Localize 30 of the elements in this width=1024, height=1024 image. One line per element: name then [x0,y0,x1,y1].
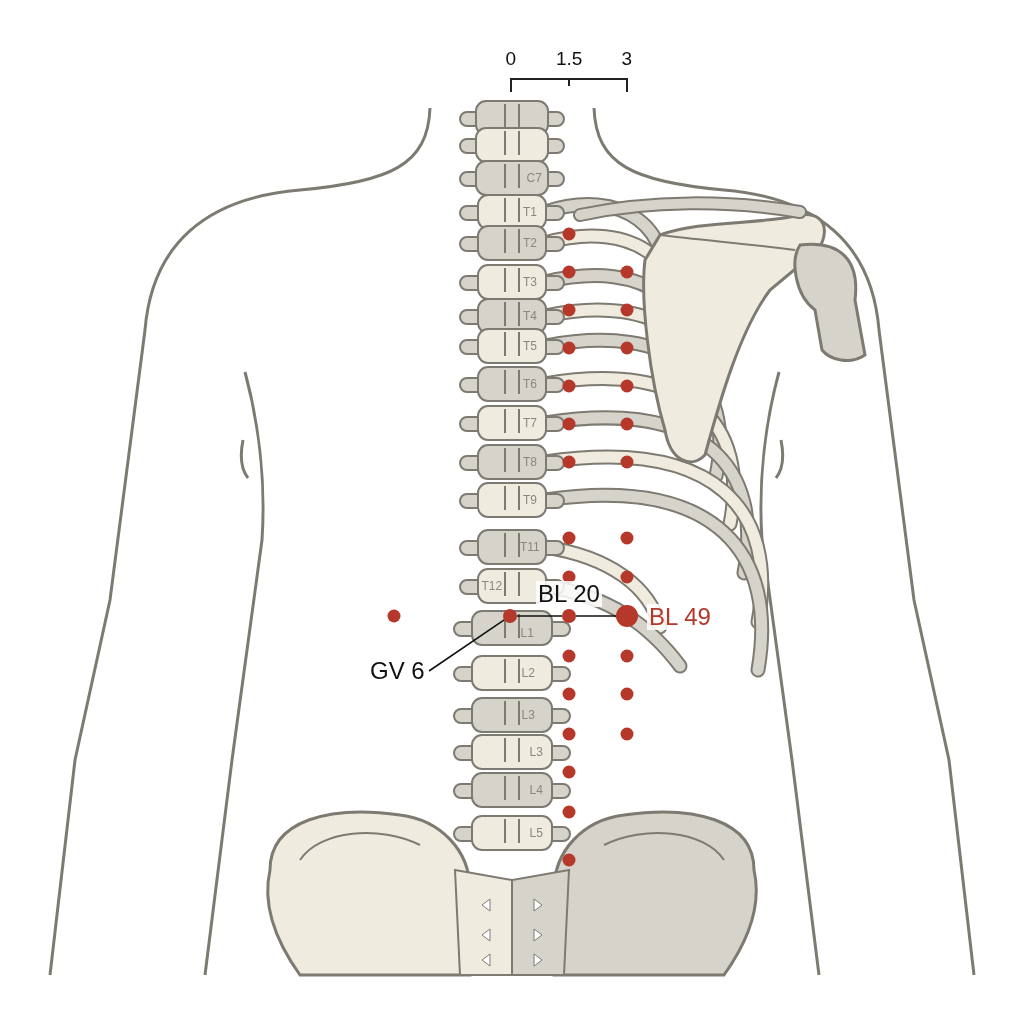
vertebra-label: L1 [520,627,534,639]
vertebra-label: T5 [523,340,537,352]
acupoint-dot [616,605,638,627]
vertebra-label: T9 [523,494,537,506]
scale-label: 0 [505,48,517,68]
vertebra-label: T8 [523,456,537,468]
vertebra-label: T1 [523,206,537,218]
vertebra-label: T6 [523,378,537,390]
scale-label: 1.5 [556,48,583,68]
scale-label: 3 [621,48,633,68]
vertebra-label: T7 [523,417,537,429]
leader-line [575,615,617,617]
vertebra-label: L2 [521,667,535,679]
vertebra-label: T3 [523,276,537,288]
vertebra-label: L5 [529,827,543,839]
vertebra-label: T4 [523,310,537,322]
vertebra-label: T11 [520,541,540,553]
acupoint-dot [562,609,576,623]
leader-line [428,619,505,672]
vertebra-label: T12 [481,580,503,592]
vertebra-label: L3 [521,709,535,721]
point-label: BL 49 [647,604,713,630]
vertebra-label: T2 [523,237,537,249]
vertebra-label: C7 [526,172,542,184]
point-label: BL 20 [536,581,602,607]
callout-label: GV 6 [370,659,425,683]
vertebra-label: L3 [529,746,543,758]
acupoint-dot [503,609,517,623]
vertebra-label: L4 [529,784,543,796]
leader-line [516,615,563,617]
